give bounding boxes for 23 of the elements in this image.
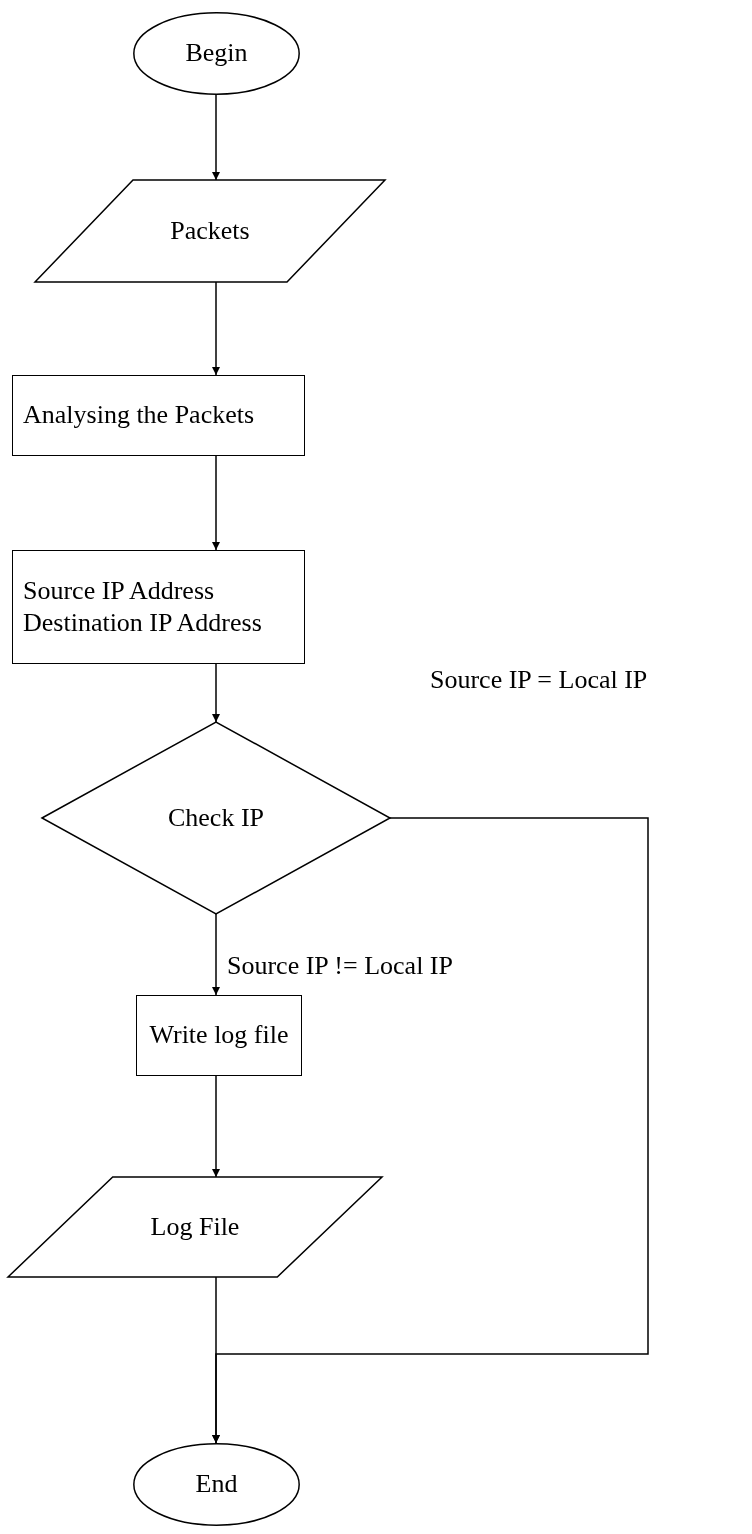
arrow — [212, 1075, 220, 1178]
arrow — [212, 281, 220, 376]
node-label: Check IP — [167, 801, 264, 834]
node-label: End — [195, 1468, 238, 1501]
start-ellipse — [133, 12, 300, 95]
node-label: Log File — [150, 1210, 240, 1243]
node-label: Source IP Address Destination IP Address — [23, 574, 263, 639]
node-label: Write log file — [149, 1019, 289, 1052]
node-label: Analysing the Packets — [23, 399, 255, 432]
arrow — [212, 817, 649, 1444]
node-label: Begin — [185, 37, 248, 70]
arrow — [212, 94, 220, 181]
arrow — [212, 913, 220, 996]
arrow — [212, 663, 220, 723]
arrow — [212, 455, 220, 551]
process-box — [12, 375, 305, 456]
end-ellipse — [133, 1443, 300, 1526]
process-box — [136, 995, 302, 1076]
process-box — [12, 550, 305, 664]
input-parallelogram — [35, 180, 385, 282]
output-parallelogram — [8, 1177, 382, 1277]
decision-diamond — [42, 722, 390, 914]
node-label: Packets — [170, 214, 250, 247]
